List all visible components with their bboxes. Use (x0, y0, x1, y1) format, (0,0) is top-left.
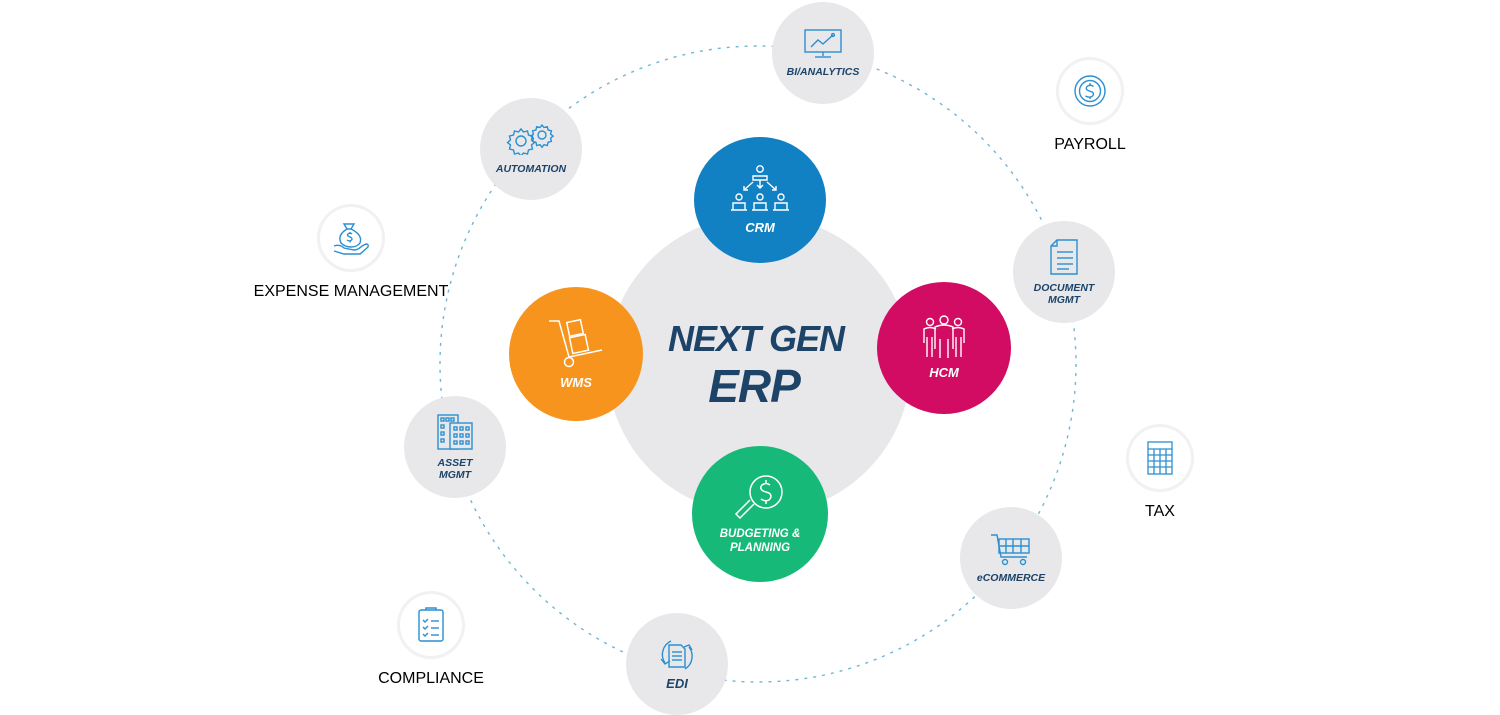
tax-label: TAX (1145, 503, 1175, 520)
ecommerce-label: eCOMMERCE (976, 571, 1046, 584)
document-sync-icon (660, 639, 693, 670)
crm-label: CRM (745, 220, 775, 236)
monitor-chart-icon (804, 29, 842, 58)
asset-mgmt-label-line1: ASSET (437, 456, 473, 469)
wms-label: WMS (560, 375, 592, 391)
module-bi-analytics[interactable]: BI/ANALYTICS (772, 2, 874, 104)
shopping-cart-icon (991, 534, 1030, 566)
module-tax[interactable]: TAX (1110, 427, 1210, 521)
module-payroll[interactable]: PAYROLL (1040, 60, 1140, 154)
magnifier-dollar-icon (734, 475, 783, 520)
hcm-label: HCM (929, 365, 959, 381)
module-document-mgmt[interactable]: DOCUMENT MGMT (1013, 221, 1115, 323)
module-ecommerce[interactable]: eCOMMERCE (960, 507, 1062, 609)
asset-mgmt-label-line2: MGMT (438, 469, 472, 481)
payroll-label: PAYROLL (1054, 136, 1126, 153)
buildings-icon (437, 414, 473, 450)
automation-label: AUTOMATION (495, 162, 567, 175)
people-group-icon (923, 315, 965, 359)
compliance-label: COMPLIANCE (378, 670, 484, 687)
module-compliance[interactable]: COMPLIANCE (378, 594, 484, 688)
edi-label: EDI (666, 675, 688, 691)
budgeting-label: BUDGETING & PLANNING (719, 528, 801, 554)
document-mgmt-label-line2: MGMT (1047, 294, 1081, 306)
money-bag-hand-icon (333, 223, 369, 255)
tax-badge (1129, 427, 1191, 489)
payroll-badge (1059, 60, 1121, 122)
module-edi[interactable]: EDI (626, 613, 728, 715)
gears-icon (506, 123, 555, 155)
hub-title-line2: ERP (708, 360, 801, 412)
hub-title-line1: NEXT GEN (667, 318, 845, 359)
module-automation[interactable]: AUTOMATION (480, 98, 582, 200)
module-crm[interactable]: CRM (694, 137, 826, 263)
module-wms[interactable]: WMS (509, 287, 643, 421)
calculator-icon (1147, 441, 1173, 475)
org-hierarchy-icon (731, 165, 789, 211)
compliance-badge (400, 594, 462, 656)
hand-truck-icon (549, 319, 603, 368)
expense-label: EXPENSE MANAGEMENT (253, 283, 449, 300)
module-asset-mgmt[interactable]: ASSET MGMT (404, 396, 506, 498)
module-expense-management[interactable]: EXPENSE MANAGEMENT (254, 207, 448, 301)
document-mgmt-label-line1: DOCUMENT (1033, 281, 1095, 294)
module-hcm[interactable]: HCM (877, 282, 1011, 414)
document-icon (1050, 239, 1078, 275)
dollar-coin-icon (1074, 75, 1106, 107)
bi-analytics-label: BI/ANALYTICS (786, 65, 860, 78)
checklist-icon (418, 607, 444, 642)
expense-badge (320, 207, 382, 269)
module-budgeting-planning[interactable]: BUDGETING & PLANNING (692, 446, 828, 582)
